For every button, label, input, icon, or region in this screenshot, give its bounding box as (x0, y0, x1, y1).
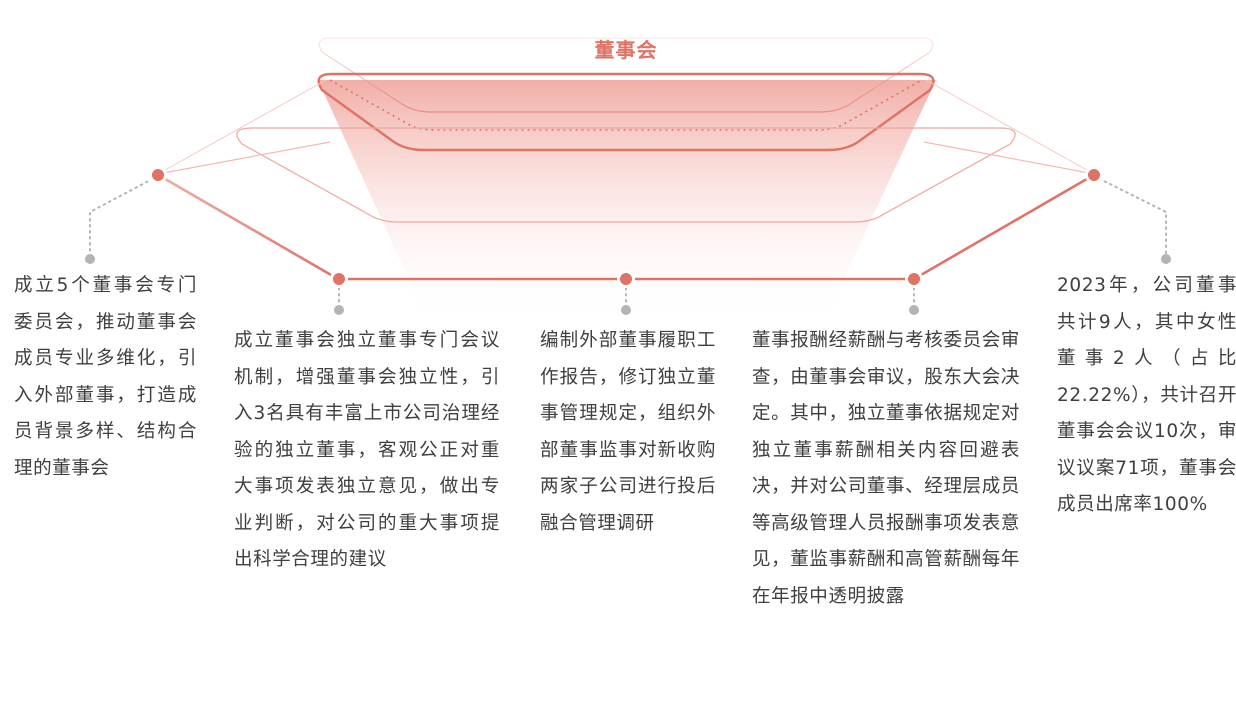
ray-right-mid (923, 141, 1095, 175)
node-3 (617, 270, 635, 288)
item-text-2: 成立董事会独立董事专门会议机制，增强董事会独立性，引入3名具有丰富上市公司治理经… (234, 330, 500, 570)
item-text-3: 编制外部董事履职工作报告，修订独立董事管理规定，组织外部董事监事对新收购两家子公… (540, 330, 716, 534)
glow-beam (318, 80, 936, 330)
ray-left-upper (157, 79, 327, 175)
ray-right-upper (925, 79, 1095, 175)
connector-5 (1093, 175, 1167, 259)
layer-wide (236, 127, 1016, 223)
anchor-dot-2 (334, 305, 344, 315)
node-1 (149, 166, 167, 184)
anchor-dot-5 (1161, 254, 1171, 264)
layer-top (318, 37, 934, 113)
node-4 (905, 270, 923, 288)
diagram-title: 董事会 (594, 38, 658, 62)
anchor-dot-3 (621, 305, 631, 315)
arm-right (913, 174, 1093, 281)
item-text-4: 董事报酬经薪酬与考核委员会审查，由董事会审议，股东大会决定。其中，独立董事依据规… (752, 330, 1020, 607)
node-2 (330, 270, 348, 288)
item-text-5: 2023年，公司董事共计9人，其中女性董事2人（占比22.22%），共计召开董事… (1057, 275, 1236, 515)
arm-left (159, 174, 339, 281)
item-text-1: 成立5个董事会专门委员会，推动董事会成员专业多维化，引入外部董事，打造成员背景多… (14, 275, 197, 479)
node-5 (1085, 166, 1103, 184)
connector-1 (89, 175, 159, 259)
ray-left-mid (157, 141, 331, 175)
anchor-dot-4 (909, 305, 919, 315)
anchor-dot-1 (85, 254, 95, 264)
